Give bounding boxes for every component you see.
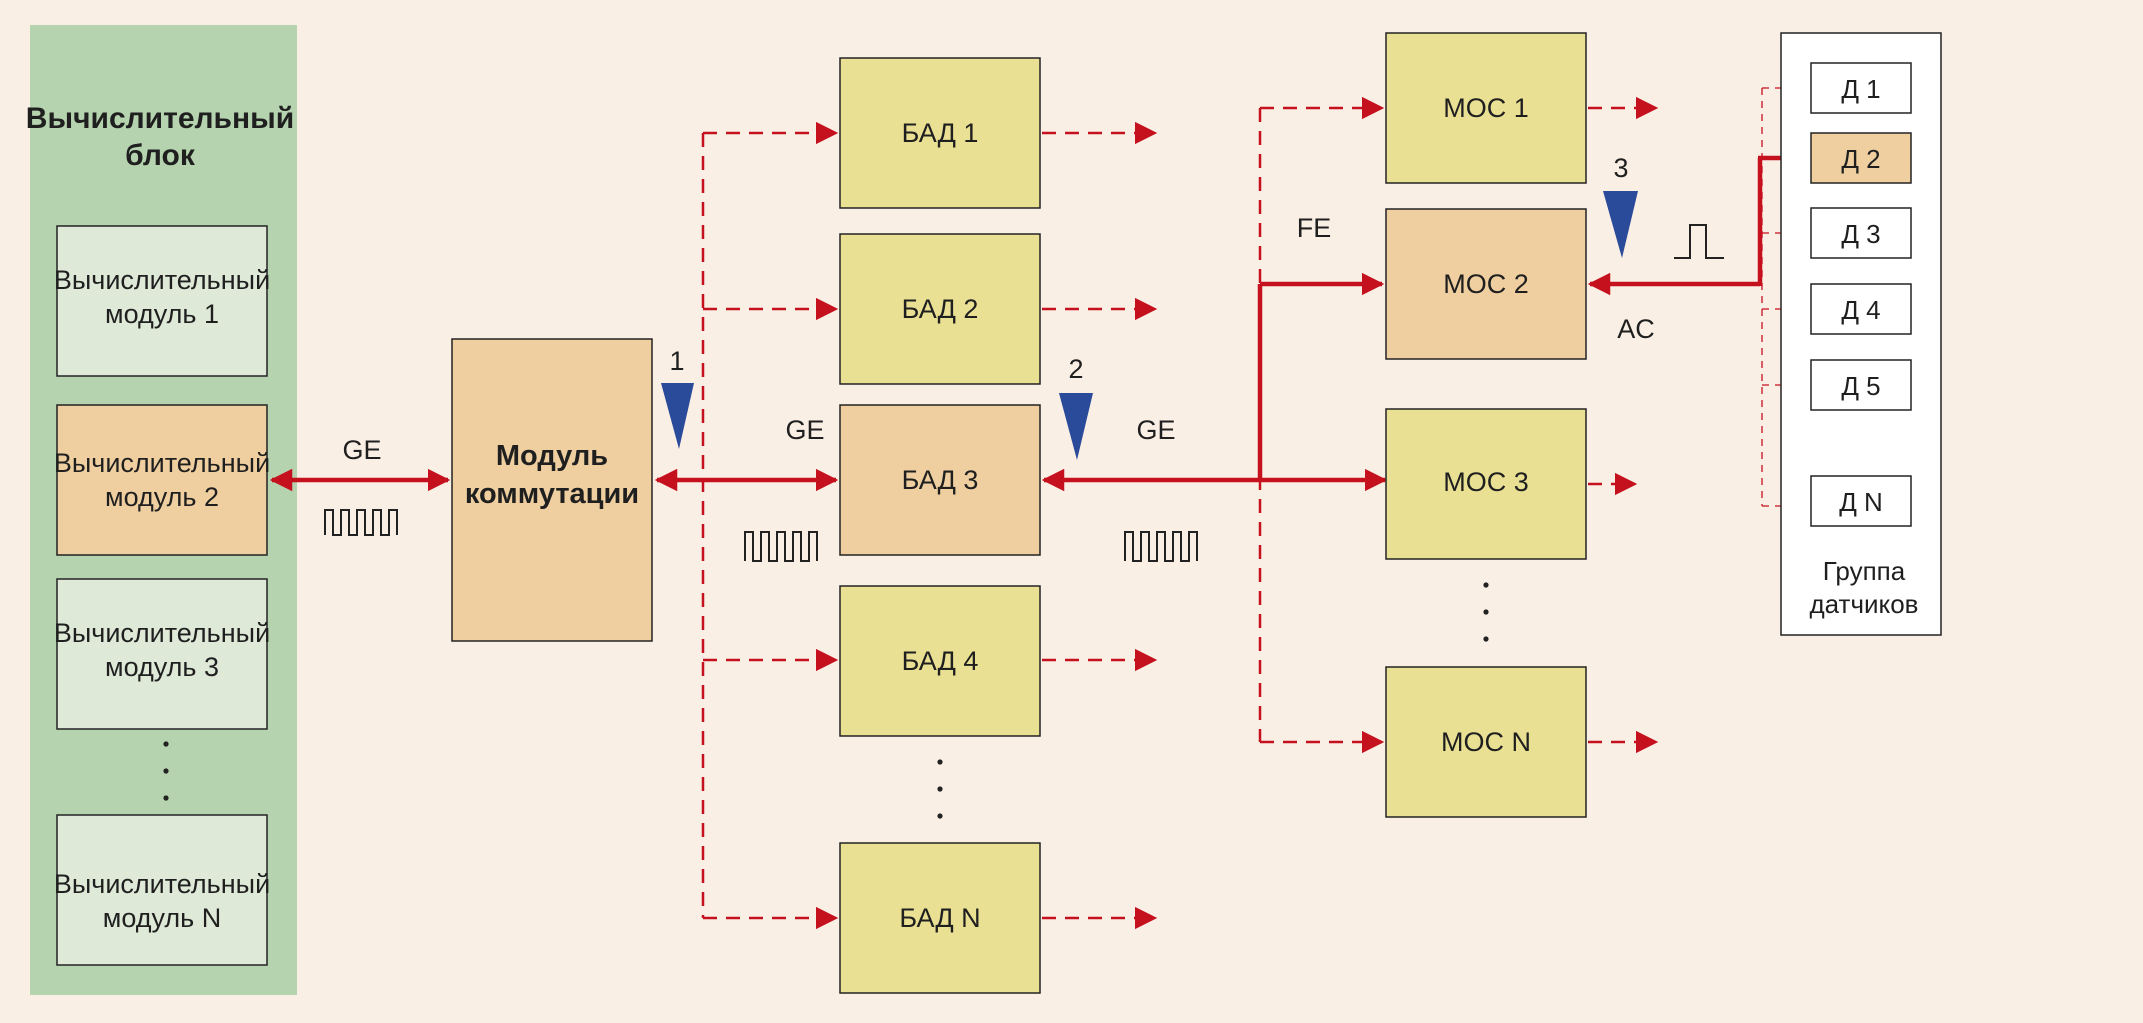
probe-marker-1-label: 1 <box>669 346 684 376</box>
sensor-2: Д 2 <box>1810 132 1912 184</box>
sensor-n: Д N <box>1810 475 1912 527</box>
ellipsis-dots <box>937 759 943 819</box>
link-label-ac: AC <box>1617 314 1655 344</box>
link-label-ge: GE <box>1136 415 1175 445</box>
sensor-label: Д 4 <box>1841 295 1880 325</box>
compute-module-label: Вычислительный <box>54 265 270 295</box>
mos-unit-2: МОС 2 <box>1385 208 1587 360</box>
probe-marker-3-icon <box>1603 191 1638 258</box>
mos-unit-label: МОС N <box>1441 727 1531 757</box>
sensor-1: Д 1 <box>1810 62 1912 114</box>
sensor-group-caption: Группа <box>1823 556 1906 586</box>
probe-marker-2-label: 2 <box>1068 354 1083 384</box>
compute-module-label: Вычислительный <box>54 869 270 899</box>
bad-unit-label: БАД 3 <box>902 465 979 495</box>
compute-module-label: модуль 2 <box>105 482 219 512</box>
sensor-label: Д 5 <box>1841 371 1880 401</box>
ellipsis-dots <box>163 741 169 801</box>
mos-unit-label: МОС 3 <box>1443 467 1529 497</box>
compute-module-label: Вычислительный <box>54 618 270 648</box>
link-label-ge: GE <box>342 435 381 465</box>
signal-waveform-icon <box>744 531 818 562</box>
mos-unit-n: МОС N <box>1385 666 1587 818</box>
ellipsis-dots <box>1483 582 1489 642</box>
switch-module: Модуль коммутации <box>451 338 653 642</box>
mos-unit-label: МОС 1 <box>1443 93 1529 123</box>
compute-module-label: Вычислительный <box>54 448 270 478</box>
bad-unit-4: БАД 4 <box>839 585 1041 737</box>
switch-module-label: коммутации <box>465 478 639 510</box>
compute-module-3: Вычислительный модуль 3 <box>54 578 270 730</box>
compute-module-1: Вычислительный модуль 1 <box>54 225 270 377</box>
signal-waveform-icon <box>1124 531 1198 562</box>
bad-unit-3: БАД 3 <box>839 404 1041 556</box>
dashed-bus-bad <box>701 121 839 930</box>
solid-bus-mos <box>1257 272 1385 482</box>
link-label-ge: GE <box>785 415 824 445</box>
bad-unit-label: БАД 4 <box>902 646 979 676</box>
compute-module-2: Вычислительный модуль 2 <box>54 404 270 556</box>
probe-marker-2-icon <box>1059 393 1093 460</box>
dashed-bus-mos <box>1258 96 1385 754</box>
switch-module-label: Модуль <box>496 440 608 472</box>
compute-module-label: модуль 3 <box>105 652 219 682</box>
compute-module-n: Вычислительный модуль N <box>54 814 270 966</box>
compute-module-label: модуль N <box>103 903 221 933</box>
pulse-signal-icon <box>1674 224 1724 259</box>
sensor-4: Д 4 <box>1810 283 1912 335</box>
bad-unit-label: БАД 1 <box>902 118 979 148</box>
probe-marker-3-label: 3 <box>1613 153 1628 183</box>
mos-output-arrows <box>1588 96 1659 754</box>
sensor-label: Д 2 <box>1841 144 1880 174</box>
mos-unit-1: МОС 1 <box>1385 32 1587 184</box>
compute-block-title: блок <box>125 139 196 172</box>
mos-unit-3: МОС 3 <box>1385 408 1587 560</box>
compute-module-label: модуль 1 <box>105 299 219 329</box>
bad-unit-label: БАД N <box>899 903 980 933</box>
bad-unit-label: БАД 2 <box>902 294 979 324</box>
sensor-5: Д 5 <box>1810 359 1912 411</box>
probe-marker-1-icon <box>661 383 694 449</box>
sensor-label: Д 1 <box>1841 74 1880 104</box>
sensor-group-caption: датчиков <box>1810 589 1919 619</box>
bad-unit-1: БАД 1 <box>839 57 1041 209</box>
bad-unit-2: БАД 2 <box>839 233 1041 385</box>
bad-unit-n: БАД N <box>839 842 1041 994</box>
mos-unit-label: МОС 2 <box>1443 269 1529 299</box>
signal-waveform-icon <box>324 509 398 536</box>
sensor-label: Д N <box>1839 487 1883 517</box>
bad-output-arrows <box>1042 121 1158 930</box>
sensor-label: Д 3 <box>1841 219 1880 249</box>
compute-block-title: Вычислительный <box>26 102 294 135</box>
link-label-fe: FE <box>1297 213 1332 243</box>
sensor-3: Д 3 <box>1810 207 1912 259</box>
